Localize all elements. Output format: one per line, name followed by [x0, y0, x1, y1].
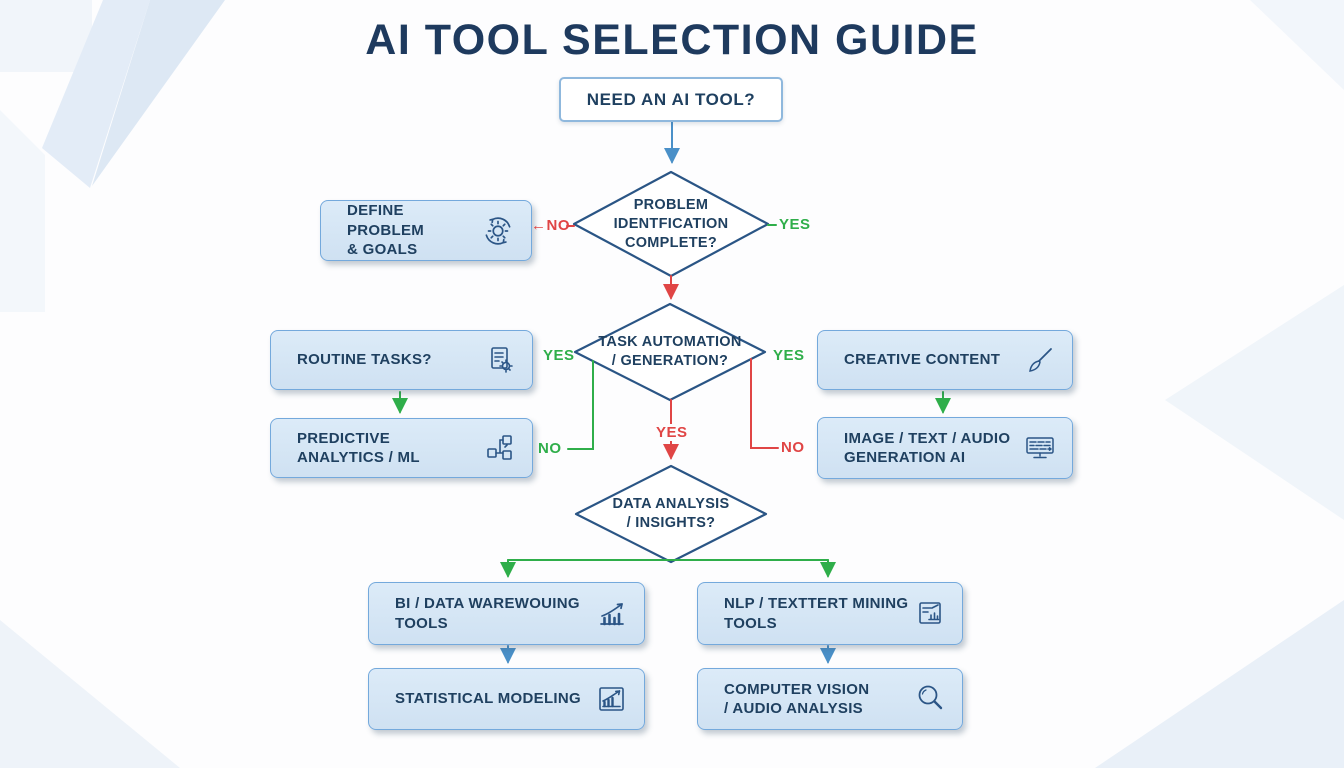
routine-tasks-box: ROUTINE TASKS?	[270, 330, 533, 390]
edge-d2-no-left	[567, 360, 594, 450]
d1-yes-label: YES	[779, 216, 811, 233]
d1-no-label: ←NO	[531, 217, 570, 234]
document-chart-icon	[910, 596, 948, 632]
predictive-analytics-label: PREDICTIVE ANALYTICS / ML	[297, 429, 420, 467]
d2-yes-left-label: YES	[543, 347, 575, 364]
routine-tasks-label: ROUTINE TASKS?	[297, 351, 432, 369]
diamond-data-analysis-label: DATA ANALYSIS / INSIGHTS?	[612, 496, 730, 532]
nlp-tools-box: NLP / TEXTTERT MINING TOOLS	[697, 582, 963, 645]
monitor-text-icon	[1020, 430, 1058, 466]
diamond-problem-identification-label: PROBLEM IDENTFICATION COMPLETE?	[613, 197, 729, 252]
magnifier-icon	[910, 681, 948, 717]
d2-no-right-label: NO	[781, 439, 805, 456]
start-node: NEED AN AI TOOL?	[559, 77, 783, 122]
creative-content-label: CREATIVE CONTENT	[844, 351, 1001, 369]
page-title: AI TOOL SELECTION GUIDE	[365, 16, 979, 64]
line-chart-icon	[592, 681, 630, 717]
d2-yes-right-label: YES	[773, 347, 805, 364]
predictive-analytics-box: PREDICTIVE ANALYTICS / ML	[270, 418, 533, 478]
d2-no-left-label: NO	[538, 440, 562, 457]
gear-refresh-icon	[479, 212, 517, 250]
computer-vision-label: COMPUTER VISION / AUDIO ANALYSIS	[724, 680, 870, 718]
diamond-task-automation-label: TASK AUTOMATION / GENERATION?	[598, 334, 742, 370]
paintbrush-icon	[1020, 342, 1058, 378]
creative-content-box: CREATIVE CONTENT	[817, 330, 1073, 390]
bi-tools-label: BI / DATA WAREWOUING TOOLS	[395, 595, 580, 632]
document-gear-icon	[480, 342, 518, 378]
statistical-modeling-box: STATISTICAL MODELING	[368, 668, 645, 730]
generation-ai-label: IMAGE / TEXT / AUDIO GENERATION AI	[844, 429, 1011, 467]
start-node-label: NEED AN AI TOOL?	[586, 89, 756, 109]
d2-yes-down-label: YES	[653, 424, 691, 441]
blocks-icon	[480, 430, 518, 466]
define-problem-label: DEFINE PROBLEM & GOALS	[347, 202, 425, 259]
bi-tools-box: BI / DATA WAREWOUING TOOLS	[368, 582, 645, 645]
generation-ai-box: IMAGE / TEXT / AUDIO GENERATION AI	[817, 417, 1073, 479]
nlp-tools-label: NLP / TEXTTERT MINING TOOLS	[724, 595, 909, 632]
computer-vision-box: COMPUTER VISION / AUDIO ANALYSIS	[697, 668, 963, 730]
define-problem-box: DEFINE PROBLEM & GOALS	[320, 200, 532, 261]
statistical-modeling-label: STATISTICAL MODELING	[395, 690, 581, 708]
edge-d2-no-right	[750, 358, 779, 449]
diamond-data-analysis	[574, 464, 768, 564]
bar-chart-arrow-icon	[592, 596, 630, 632]
